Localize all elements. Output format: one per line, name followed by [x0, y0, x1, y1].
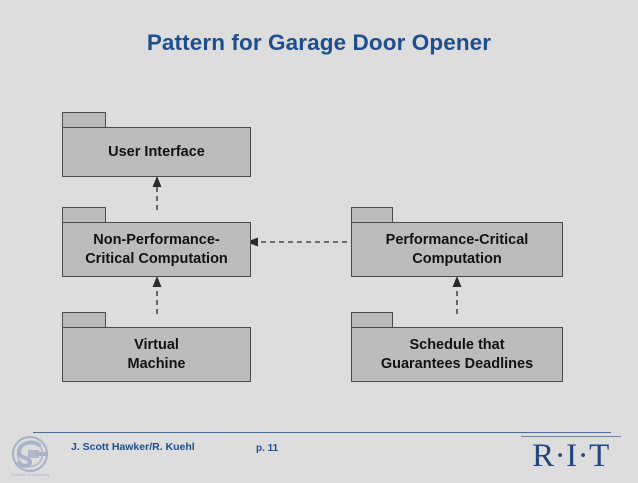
footer-divider [33, 432, 611, 433]
package-label: Virtual Machine [127, 336, 186, 372]
package-body: User Interface [62, 127, 251, 177]
software-engineering-seal-icon: Software Engineering [6, 434, 56, 478]
dependency-nonperf-to-user-interface [143, 176, 171, 210]
package-virtual-machine[interactable]: Virtual Machine [62, 312, 251, 382]
dependency-virtual-machine-to-nonperf [143, 276, 171, 314]
package-label: User Interface [108, 143, 205, 160]
package-performance-critical-computation[interactable]: Performance-Critical Computation [351, 207, 563, 277]
rit-logo-rule [521, 436, 621, 437]
package-user-interface[interactable]: User Interface [62, 112, 251, 177]
rit-wordmark-text: R·I·T [532, 438, 610, 474]
package-label: Non-Performance- Critical Computation [85, 231, 228, 267]
package-schedule-that-guarantees-deadlines[interactable]: Schedule that Guarantees Deadlines [351, 312, 563, 382]
page-title: Pattern for Garage Door Opener [146, 30, 492, 55]
package-tab-icon [351, 207, 393, 223]
package-tab-icon [62, 312, 106, 328]
rit-logo: R·I·T [515, 436, 627, 476]
footer-author: J. Scott Hawker/R. Kuehl [71, 441, 195, 453]
footer-page-number: p. 11 [256, 443, 279, 454]
dependency-schedule-to-perf [443, 276, 471, 314]
package-body: Schedule that Guarantees Deadlines [351, 327, 563, 382]
svg-text:Software Engineering: Software Engineering [11, 472, 49, 477]
package-tab-icon [351, 312, 393, 328]
package-body: Virtual Machine [62, 327, 251, 382]
package-tab-icon [62, 207, 106, 223]
package-label: Performance-Critical Computation [385, 231, 529, 267]
package-body: Performance-Critical Computation [351, 222, 563, 277]
package-body: Non-Performance- Critical Computation [62, 222, 251, 277]
package-non-performance-critical-computation[interactable]: Non-Performance- Critical Computation [62, 207, 251, 277]
dependency-perf-to-nonperf [246, 232, 356, 252]
package-label: Schedule that Guarantees Deadlines [380, 336, 534, 372]
package-tab-icon [62, 112, 106, 128]
